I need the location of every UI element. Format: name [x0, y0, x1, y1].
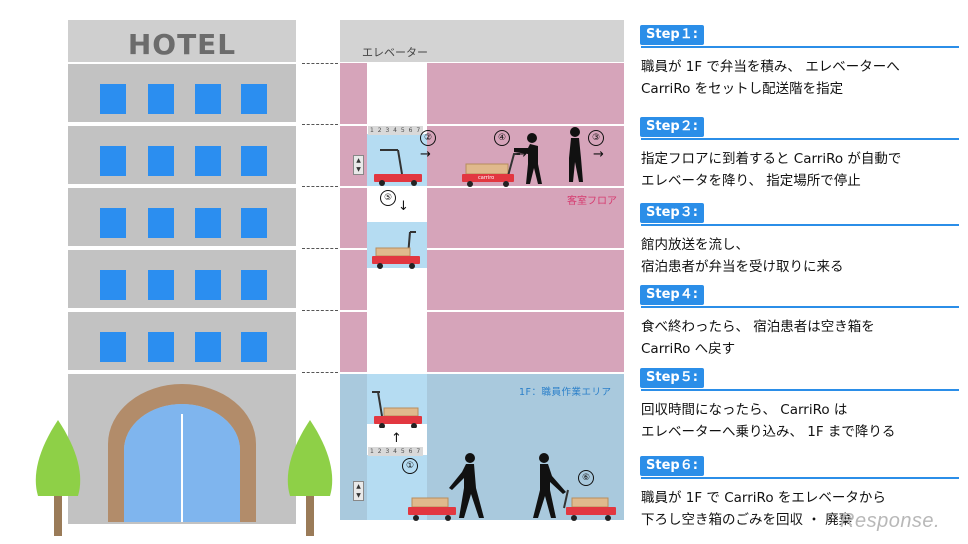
window: [148, 270, 174, 300]
step-4-line-2: CarriRo へ戻す: [641, 341, 736, 357]
step-2-line-2: エレベータを降り、 指定場所で停止: [641, 173, 861, 189]
window: [195, 84, 221, 114]
window: [148, 332, 174, 362]
step-3-line-1: 館内放送を流し、: [641, 237, 749, 253]
step-2-description: 指定フロアに到着すると CarriRo が自動で エレベータを降り、 指定場所で…: [641, 138, 959, 192]
carriro-cart: [372, 391, 422, 428]
step-4-line-1: 食べ終わったら、 宿泊患者は空き箱を: [641, 319, 875, 335]
window: [100, 146, 126, 176]
floor-divider: [340, 124, 624, 126]
window: [148, 208, 174, 238]
step-marker-5: ⑤: [380, 190, 396, 206]
floor-divider: [340, 248, 624, 250]
step-5-description: 回収時間になったら、 CarriRo は エレベーターへ乗り込み、 1F まで降…: [641, 389, 959, 443]
hotel-floor: [68, 186, 296, 246]
step-1-line-2: CarriRo をセットし配送階を指定: [641, 81, 844, 97]
floor-connector-line: [302, 310, 338, 311]
hotel-floor: [68, 248, 296, 308]
step-6-description: 職員が 1F で CarriRo をエレベータから 下ろし空き箱のごみを回収 ・…: [641, 477, 959, 531]
window: [100, 84, 126, 114]
step-marker-3: ③: [588, 130, 604, 146]
carriro-cart: [374, 149, 422, 186]
step-2-tag: Step２:: [640, 117, 704, 137]
floor-divider: [340, 372, 624, 374]
staff-person-icon: [533, 453, 566, 518]
guest-person-icon: [569, 127, 583, 182]
step-3-line-2: 宿泊患者が弁当を受け取りに来る: [641, 259, 844, 275]
step-5-tag: Step５:: [640, 368, 704, 388]
floor-connector-line: [302, 124, 338, 125]
step-1-tag: Step１:: [640, 25, 704, 45]
step-1-description: 職員が 1F で弁当を積み、 エレベーターへ CarriRo をセットし配送階を…: [641, 46, 959, 100]
carriro-cart: [563, 489, 616, 521]
carriro-cart: [462, 153, 520, 187]
elevator-call-button: ▲▼: [353, 481, 364, 501]
window: [195, 146, 221, 176]
guest-person-icon: [514, 133, 542, 184]
right-arrow-icon: →: [516, 147, 527, 162]
floor-connector-line: [302, 372, 338, 373]
step-5-line-2: エレベーターへ乗り込み、 1F まで降りる: [641, 424, 896, 440]
window: [148, 146, 174, 176]
window: [195, 270, 221, 300]
window: [241, 270, 267, 300]
floor-divider: [340, 186, 624, 188]
guest-floor-label: 客室フロア: [567, 196, 617, 207]
step-marker-4: ④: [494, 130, 510, 146]
floor-indicator: 1 2 3 4 5 6 7: [368, 126, 424, 135]
window: [241, 332, 267, 362]
window: [241, 208, 267, 238]
hotel-floor: [68, 62, 296, 122]
window: [100, 208, 126, 238]
window: [148, 84, 174, 114]
up-arrow-icon: ↑: [391, 431, 402, 446]
step-marker-2: ②: [420, 130, 436, 146]
elevator-header: エレベーター: [362, 46, 428, 59]
window: [241, 84, 267, 114]
hotel-floor: [68, 124, 296, 184]
floor-connector-line: [302, 248, 338, 249]
floor-connector-line: [302, 186, 338, 187]
step-3-description: 館内放送を流し、 宿泊患者が弁当を受け取りに来る: [641, 224, 959, 278]
cart-brand: carriro: [478, 175, 495, 181]
work-area-label: 1F：職員作業エリア: [519, 387, 612, 398]
window: [241, 146, 267, 176]
tree-icon: [287, 420, 333, 536]
entrance-arch: [108, 384, 256, 522]
window: [100, 270, 126, 300]
step-6-line-2: 下ろし空き箱のごみを回収 ・ 廃棄: [641, 512, 853, 528]
elevator-call-button: ▲▼: [353, 155, 364, 175]
window: [195, 208, 221, 238]
window: [195, 332, 221, 362]
watermark-logo: Response.: [840, 510, 941, 532]
step-marker-6: ⑥: [578, 470, 594, 486]
tree-icon: [35, 420, 81, 536]
staff-person-icon: [449, 453, 484, 518]
window: [100, 332, 126, 362]
step-5-line-1: 回収時間になったら、 CarriRo は: [641, 402, 848, 418]
step-6-tag: Step６:: [640, 456, 704, 476]
floor-divider: [340, 310, 624, 312]
right-arrow-icon: →: [593, 147, 604, 162]
carriro-cart: [408, 497, 456, 521]
floor-indicator: 1 2 3 4 5 6 7: [368, 447, 424, 456]
step-marker-1: ①: [402, 458, 418, 474]
down-arrow-icon: ↓: [398, 199, 409, 214]
step-3-tag: Step３:: [640, 203, 704, 223]
step-4-description: 食べ終わったら、 宿泊患者は空き箱を CarriRo へ戻す: [641, 306, 959, 360]
hotel-floor: [68, 310, 296, 370]
hotel-sign: HOTEL: [68, 20, 296, 62]
elevator-header-bar: [340, 20, 624, 62]
floor-connector-line: [302, 63, 338, 64]
step-1-line-1: 職員が 1F で弁当を積み、 エレベーターへ: [641, 59, 900, 75]
carriro-cart: [372, 231, 420, 269]
step-2-line-1: 指定フロアに到着すると CarriRo が自動で: [641, 151, 902, 167]
step-4-tag: Step４:: [640, 285, 704, 305]
step-6-line-1: 職員が 1F で CarriRo をエレベータから: [641, 490, 886, 506]
right-arrow-icon: →: [420, 147, 431, 162]
